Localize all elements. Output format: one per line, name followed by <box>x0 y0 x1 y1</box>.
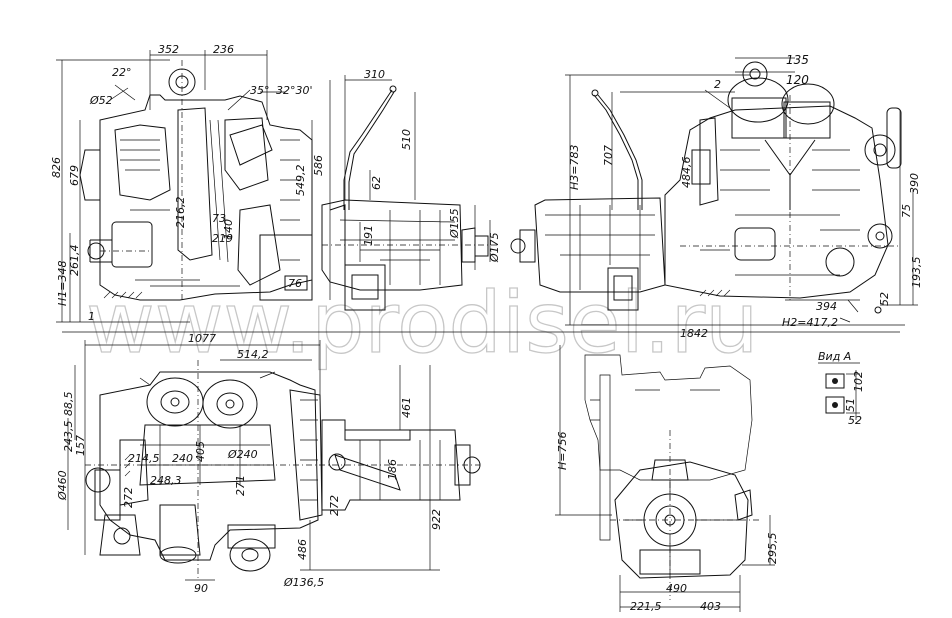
dim-405: 405 <box>194 441 207 462</box>
dim-1077: 1077 <box>188 332 216 345</box>
dim-diameter-240: Ø240 <box>227 448 258 461</box>
dim-707: 707 <box>602 145 615 166</box>
dim-310: 310 <box>364 68 385 81</box>
dim-272: 272 <box>122 487 135 508</box>
dim-219: 219 <box>212 232 233 245</box>
dim-490: 490 <box>666 582 687 595</box>
dim-549-2: 549,2 <box>294 165 307 197</box>
dim-h-756: H=756 <box>556 432 569 470</box>
end-view: H=756 295,5 490 221,5 403 <box>555 345 779 613</box>
dim-191: 191 <box>362 225 375 246</box>
dim-h2-417-2: H2=417,2 <box>782 316 838 329</box>
dim-angle-22: 22° <box>112 66 132 79</box>
dim-394: 394 <box>816 300 837 313</box>
dim-angle-32-30: 32°30' <box>276 84 313 97</box>
front-view: 352 236 22° Ø52 35° 32°30' 826 679 261,4… <box>50 43 331 323</box>
dim-73: 73 <box>212 212 226 225</box>
view-a-title: Вид А <box>818 350 851 363</box>
dim-diameter-175: Ø175 <box>488 232 501 263</box>
dim-diameter-52: Ø52 <box>89 94 113 107</box>
dim-486: 486 <box>296 539 309 560</box>
dim-186: 186 <box>386 459 399 480</box>
dim-216-2: 216,2 <box>174 197 187 229</box>
dim-352: 352 <box>158 43 179 56</box>
dim-62: 62 <box>370 176 383 190</box>
dim-826: 826 <box>50 157 63 178</box>
dim-157: 157 <box>74 435 87 456</box>
dim-52-view-a: 52 <box>848 414 862 427</box>
dim-510: 510 <box>400 129 413 150</box>
dim-diameter-136-5: Ø136,5 <box>283 576 324 589</box>
dim-135: 135 <box>786 53 809 67</box>
dim-102: 102 <box>852 371 865 392</box>
dim-193-5: 193,5 <box>910 257 923 289</box>
dim-1842: 1842 <box>680 327 708 340</box>
dim-140: 140 <box>222 219 235 240</box>
dim-52: 52 <box>878 292 891 306</box>
dim-243-5: 243,5 <box>62 421 75 453</box>
dim-236: 236 <box>213 43 234 56</box>
dim-679: 679 <box>68 165 81 186</box>
dim-271: 271 <box>234 475 247 496</box>
dim-240: 240 <box>172 452 193 465</box>
dim-922: 922 <box>430 509 443 530</box>
dim-461: 461 <box>400 397 413 418</box>
view-a: Вид А 102 51 52 <box>818 350 865 427</box>
dim-51: 51 <box>844 398 857 412</box>
dim-76: 76 <box>288 277 302 290</box>
dim-90: 90 <box>194 582 208 595</box>
dim-h1-348: H1=348 <box>56 261 69 306</box>
dim-221-5: 221,5 <box>630 600 662 613</box>
dim-88-5: 88,5 <box>62 392 75 417</box>
dim-angle-35: 35° <box>250 84 270 97</box>
dim-484-6: 484,6 <box>680 157 693 189</box>
dim-diameter-155: Ø155 <box>448 208 461 239</box>
dim-390: 390 <box>908 173 921 194</box>
dim-586: 586 <box>312 155 325 176</box>
callout-2: 2 <box>714 78 721 91</box>
dim-272-gearbox: 272 <box>328 495 341 516</box>
dim-295-5: 295,5 <box>766 533 779 565</box>
dim-h3-783: H3=783 <box>568 145 581 190</box>
dim-261-4: 261,4 <box>68 245 81 277</box>
rear-view: 135 120 2 H3=783 707 484,6 390 75 193,5 … <box>62 53 923 340</box>
dim-120: 120 <box>786 73 809 87</box>
dim-75: 75 <box>900 204 913 218</box>
dim-diameter-460: Ø460 <box>56 470 69 501</box>
dim-214-5: 214,5 <box>128 452 160 465</box>
top-view: 1077 514,2 88,5 243,5 157 Ø460 214,5 240… <box>56 332 481 595</box>
watermark-text: www.prodisel.ru <box>86 274 758 372</box>
dim-403: 403 <box>700 600 721 613</box>
dim-514-2: 514,2 <box>237 348 269 361</box>
callout-1: 1 <box>88 310 95 323</box>
dim-248-3: 248,3 <box>150 474 182 487</box>
gearbox-side-view: 310 510 62 191 Ø155 Ø175 <box>321 68 501 311</box>
